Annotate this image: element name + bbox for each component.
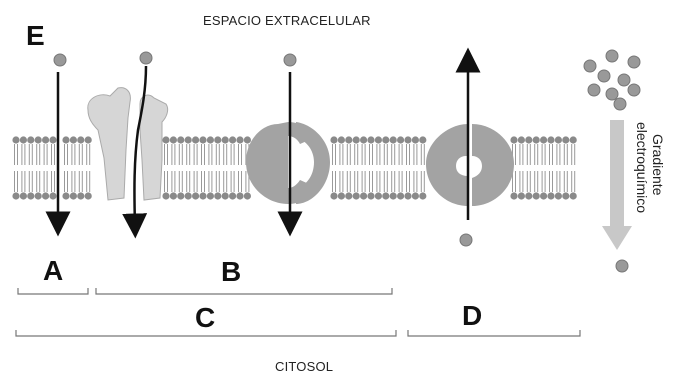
molecule-carrier — [284, 54, 296, 66]
label-C: C — [195, 302, 215, 334]
gradient-label-line1: Gradiente — [650, 134, 666, 195]
gradient-arrow — [602, 120, 632, 250]
bracket-A — [18, 288, 88, 294]
molecule-D — [460, 234, 472, 246]
molecule-cluster — [606, 88, 618, 100]
channel-protein — [88, 88, 168, 200]
molecule-cluster — [584, 60, 596, 72]
molecule-cluster — [598, 70, 610, 82]
molecule-cluster — [628, 56, 640, 68]
bracket-D — [408, 330, 580, 336]
transporter-protein-D — [426, 124, 514, 206]
molecule-channel — [140, 52, 152, 64]
gradient-label-line2: electroquímico — [634, 122, 650, 213]
extracellular-label: ESPACIO EXTRACELULAR — [203, 13, 371, 28]
molecule-cluster — [588, 84, 600, 96]
brackets — [16, 288, 580, 336]
label-D: D — [462, 300, 482, 332]
molecule-cluster — [628, 84, 640, 96]
bracket-B — [96, 288, 392, 294]
molecule-A — [54, 54, 66, 66]
label-B: B — [221, 256, 241, 288]
molecule-cluster — [614, 98, 626, 110]
carrier-protein — [246, 122, 330, 204]
label-A: A — [43, 255, 63, 287]
label-E: E — [26, 20, 45, 52]
molecule-bottom-right — [616, 260, 628, 272]
cytosol-label: CITOSOL — [275, 359, 333, 374]
molecule-cluster — [606, 50, 618, 62]
molecule-cluster — [618, 74, 630, 86]
